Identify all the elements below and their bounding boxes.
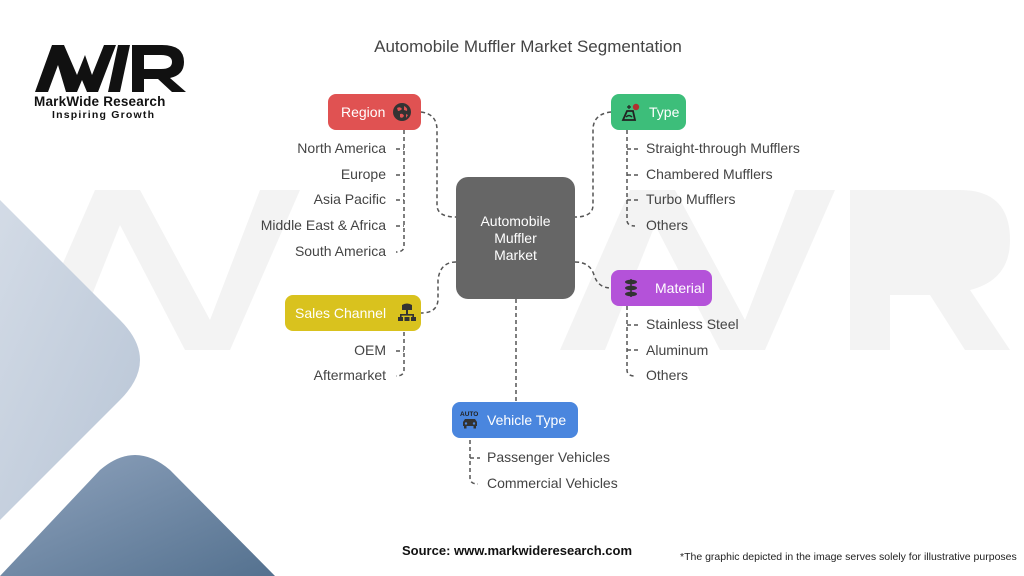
segment-node-vehicle-type: AUTO Vehicle Type — [452, 402, 578, 438]
connector-region-items — [395, 130, 405, 253]
illustrative-disclaimer: *The graphic depicted in the image serve… — [680, 551, 1017, 563]
logo-company-name: MarkWide Research — [34, 94, 166, 109]
segment-node-type: Type — [611, 94, 686, 130]
vehicle-type-item: Commercial Vehicles — [487, 475, 618, 491]
sales-channel-item: Aftermarket — [313, 367, 386, 383]
type-item: Turbo Mufflers — [646, 191, 736, 207]
segment-label-material: Material — [655, 280, 705, 296]
segment-node-region: Region — [328, 94, 421, 130]
connector-vehicle-items — [469, 440, 479, 485]
segment-node-sales-channel: Sales Channel — [285, 295, 421, 331]
region-item: Europe — [340, 166, 386, 182]
segment-label-region: Region — [341, 104, 386, 120]
source-credit: Source: www.markwideresearch.com — [402, 543, 633, 558]
auto-car-icon: AUTO — [460, 411, 478, 429]
connector-sales-items — [395, 332, 405, 377]
connector-type — [574, 111, 612, 218]
type-item: Straight-through Mufflers — [646, 140, 800, 156]
layers-icon — [625, 279, 637, 297]
globe-icon — [393, 103, 412, 121]
logo-tagline: Inspiring Growth — [52, 109, 156, 121]
center-node: Automobile Muffler Market — [456, 177, 575, 299]
connector-material — [574, 261, 612, 289]
connector-region — [420, 111, 457, 218]
region-item: Middle East & Africa — [260, 217, 386, 233]
region-item: Asia Pacific — [313, 191, 386, 207]
svg-text:AUTO: AUTO — [460, 411, 478, 418]
segment-label-type: Type — [649, 104, 680, 120]
muffler-exhaust-icon — [621, 103, 640, 121]
type-item: Chambered Mufflers — [646, 166, 773, 182]
diagram-title: Automobile Muffler Market Segmentation — [374, 37, 682, 56]
segment-label-vehicle-type: Vehicle Type — [487, 412, 567, 428]
center-line-2: Muffler — [494, 229, 537, 246]
segment-label-sales-channel: Sales Channel — [295, 305, 387, 321]
segment-node-material: Material — [611, 270, 712, 306]
material-item: Others — [646, 367, 689, 383]
material-item: Aluminum — [646, 342, 709, 358]
center-line-3: Market — [494, 246, 537, 263]
markwide-logo-mark — [35, 45, 186, 92]
vehicle-type-item: Passenger Vehicles — [487, 449, 610, 465]
decor-shape-dark — [0, 455, 275, 576]
connector-sales — [420, 261, 457, 314]
material-item: Stainless Steel — [646, 316, 739, 332]
connector-type-items — [626, 130, 636, 227]
region-item: North America — [297, 140, 386, 156]
distribution-network-icon — [398, 303, 417, 321]
center-line-1: Automobile — [480, 212, 551, 229]
type-item: Others — [646, 217, 689, 233]
decor-shape-light — [0, 200, 140, 520]
connector-material-items — [626, 306, 636, 377]
sales-channel-item: OEM — [354, 342, 386, 358]
region-item: South America — [294, 243, 386, 259]
